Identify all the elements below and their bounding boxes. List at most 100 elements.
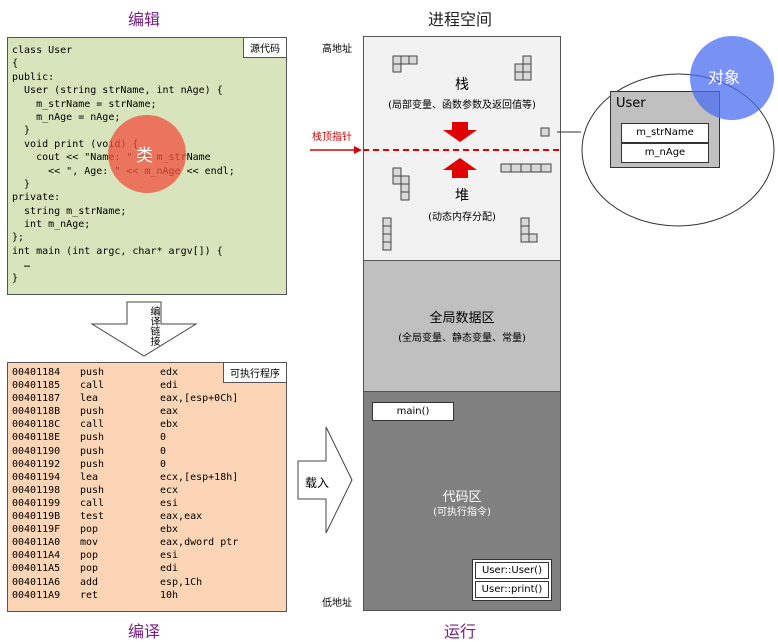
- source-line: class User: [12, 45, 73, 56]
- asm-address: 00401184: [12, 367, 61, 378]
- low-address-label: 低地址: [322, 598, 352, 609]
- load-arrow: [297, 426, 353, 534]
- source-line: {: [12, 58, 19, 70]
- asm-address: 0040118B: [12, 406, 61, 418]
- asm-operand: edi: [160, 563, 179, 575]
- class-circle: [108, 115, 186, 193]
- asm-opcode: lea: [80, 393, 99, 405]
- executable-tag: 可执行程序: [223, 362, 287, 383]
- code-subtitle: (可执行指令): [433, 507, 491, 518]
- asm-row: 0040119F pop ebx: [12, 524, 280, 537]
- heading-process-space: 进程空间: [428, 10, 493, 29]
- class-circle-label: 类: [136, 146, 153, 166]
- asm-address: 004011A0: [12, 537, 61, 549]
- stack-pointer-label: 栈顶指针: [312, 132, 352, 143]
- asm-opcode: push: [80, 432, 105, 444]
- fn-user-constructor: User::User(): [475, 562, 549, 579]
- heading-edit: 编辑: [128, 10, 161, 29]
- asm-address: 00401194: [12, 471, 61, 483]
- asm-opcode: push: [80, 458, 105, 470]
- asm-operand: 10h: [160, 589, 179, 601]
- asm-address: 00401190: [12, 445, 61, 457]
- asm-address: 0040118E: [12, 432, 61, 444]
- asm-row: 004011A6 add esp,1Ch: [12, 577, 280, 590]
- asm-opcode: lea: [80, 471, 99, 483]
- asm-opcode: push: [80, 484, 105, 496]
- source-line: …: [12, 259, 31, 271]
- asm-row: 00401199 call esi: [12, 498, 280, 511]
- source-line: }: [12, 272, 19, 284]
- asm-row: 00401194 lea ecx,[esp+18h]: [12, 472, 280, 485]
- asm-opcode: pop: [80, 563, 99, 575]
- asm-operand: eax: [160, 406, 179, 418]
- asm-opcode: add: [80, 576, 99, 588]
- asm-opcode: mov: [80, 537, 99, 549]
- source-line: m_nAge = nAge;: [12, 111, 121, 123]
- source-line: m_strName = strName;: [12, 98, 157, 110]
- asm-operand: ebx: [160, 524, 179, 536]
- asm-operand: esp,1Ch: [160, 576, 203, 588]
- object-field-nage: m_nAge: [621, 143, 709, 163]
- compile-arrow-label: 编译链接: [148, 306, 159, 346]
- asm-opcode: push: [80, 406, 105, 418]
- source-line: public:: [12, 71, 55, 83]
- asm-operand: edx: [160, 367, 179, 378]
- object-circle: [690, 36, 774, 120]
- asm-opcode: ret: [80, 589, 99, 601]
- asm-operand: esi: [160, 550, 179, 562]
- source-code-tag: 源代码: [243, 37, 287, 58]
- asm-opcode: call: [80, 380, 105, 392]
- asm-opcode: push: [80, 367, 105, 378]
- asm-operand: ecx,[esp+18h]: [160, 471, 239, 483]
- heap-title: 堆: [455, 188, 469, 204]
- asm-row: 004011A0 mov eax,dword ptr: [12, 537, 280, 550]
- stack-pointer-arrow: [310, 146, 362, 154]
- compile-arrow: [90, 301, 198, 357]
- source-line: int main (int argc, char* argv[]) {: [12, 245, 223, 257]
- asm-operand: esi: [160, 497, 179, 509]
- source-line: }: [12, 178, 31, 190]
- load-arrow-label: 载入: [305, 476, 330, 490]
- source-line: string m_strName;: [12, 205, 127, 217]
- asm-operand: ecx: [160, 484, 179, 496]
- asm-address: 00401187: [12, 393, 61, 405]
- asm-operand: eax,dword ptr: [160, 537, 239, 549]
- high-address-label: 高地址: [322, 44, 352, 55]
- asm-operand: edi: [160, 380, 179, 392]
- global-title: 全局数据区: [429, 311, 495, 326]
- asm-operand: 0: [160, 458, 167, 470]
- asm-opcode: pop: [80, 550, 99, 562]
- fn-user-print: User::print(): [475, 581, 549, 598]
- asm-opcode: call: [80, 497, 105, 509]
- asm-address: 0040119F: [12, 524, 61, 536]
- heap-subtitle: (动态内存分配): [428, 212, 496, 223]
- asm-address: 0040118C: [12, 419, 61, 431]
- stack-heap-graphics: [363, 55, 561, 251]
- main-function-box: main(): [372, 402, 454, 421]
- object-field-strname: m_strName: [621, 123, 709, 143]
- asm-address: 00401199: [12, 497, 61, 509]
- asm-operand: 0: [160, 445, 167, 457]
- source-line: };: [12, 232, 25, 244]
- asm-address: 004011A5: [12, 563, 61, 575]
- global-data-region: [363, 260, 561, 393]
- class-functions-box: User::User() User::print(): [472, 559, 552, 601]
- object-class-name: User: [616, 96, 646, 111]
- asm-opcode: pop: [80, 524, 99, 536]
- asm-operand: eax,eax: [160, 511, 203, 523]
- source-line: }: [12, 125, 31, 137]
- asm-address: 004011A6: [12, 576, 61, 588]
- asm-opcode: call: [80, 419, 105, 431]
- asm-opcode: test: [80, 511, 105, 523]
